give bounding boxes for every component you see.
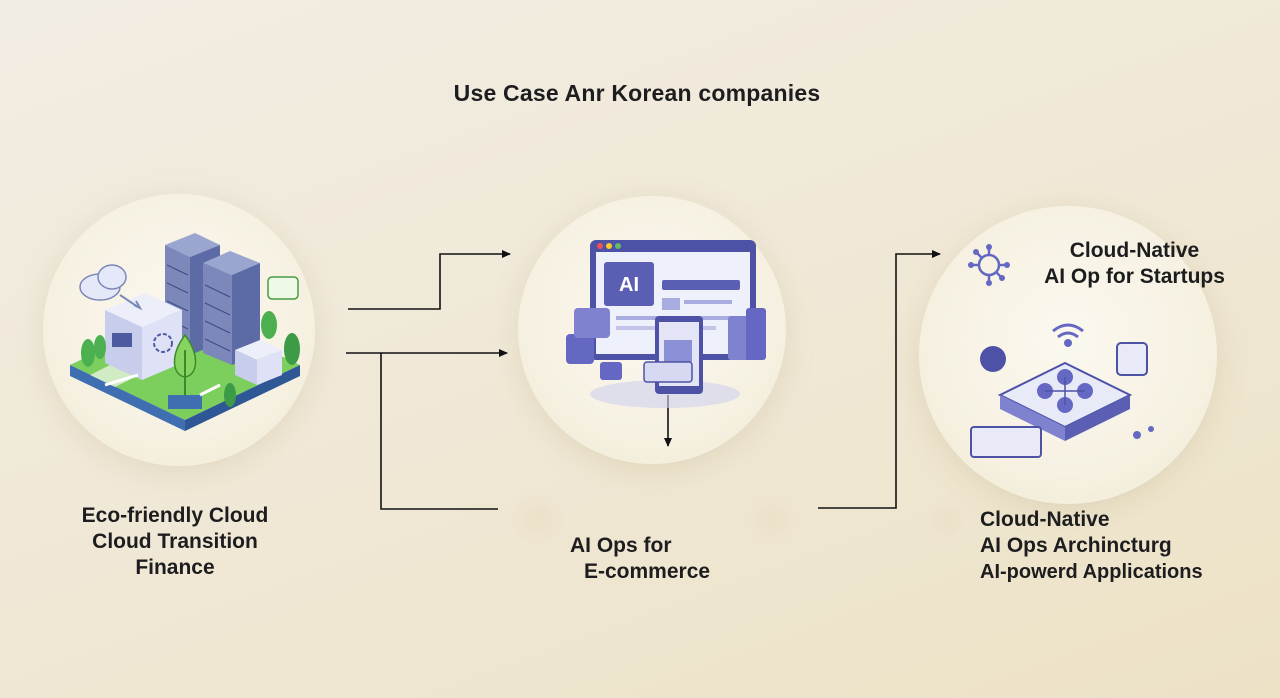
- aiops-node-label: AI Ops for E-commerce: [570, 533, 710, 585]
- eco-label-line-2: Cloud Transition: [92, 530, 258, 553]
- ghost-circle-2: [744, 492, 800, 548]
- aiops-label-line-2: E-commerce: [584, 560, 711, 583]
- network-node-icon: [968, 244, 1010, 286]
- server-rack-icon: [165, 233, 260, 365]
- connector-aiops-to-cloudnative: [818, 250, 941, 509]
- chat-bubble-icon: [267, 276, 299, 300]
- tree-icon: [168, 333, 202, 409]
- cloud-icon: [79, 264, 143, 311]
- cloudnative-header-line-2: AI Op for Startups: [1044, 265, 1225, 288]
- keyboard-icon: [970, 426, 1042, 458]
- data-center-cube-icon: [105, 293, 182, 380]
- cloudnative-header-line-1: Cloud-Native: [1069, 239, 1200, 262]
- eco-node-label: Eco-friendly Cloud Cloud Transition Fina…: [70, 503, 280, 581]
- cloudnative-node-label: Cloud-Native AI Ops Archincturg AI-power…: [980, 507, 1203, 585]
- eco-label-line-1: Eco-friendly Cloud: [81, 504, 269, 527]
- cloudnative-node-circle: [919, 206, 1217, 504]
- coin-icon: [980, 346, 1006, 372]
- cloudnative-header-label: Cloud-Native AI Op for Startups: [1032, 238, 1237, 290]
- eco-label-line-3: Finance: [135, 556, 215, 579]
- ghost-circle-1: [510, 492, 565, 547]
- aiops-label-line-1: AI Ops for: [570, 534, 672, 557]
- diagram-title: Use Case Anr Korean companies: [453, 80, 821, 106]
- ai-screen-label: AI: [619, 274, 639, 296]
- document-icon: [1116, 342, 1148, 376]
- cloudnative-illustration: [970, 323, 1154, 458]
- connector-eco-to-aiops-upper: [348, 250, 511, 310]
- cloudnative-label-line-2: AI Ops Archincturg: [980, 534, 1172, 557]
- cloudnative-label-line-3: AI-powerd Applications: [980, 561, 1203, 583]
- ghost-circle-3: [922, 496, 972, 546]
- cloudnative-label-line-1: Cloud-Native: [980, 508, 1110, 531]
- eco-cloud-illustration: [70, 233, 300, 431]
- wifi-icon: [1052, 323, 1084, 347]
- aiops-illustration: AI: [566, 240, 766, 408]
- ai-chip-platform-icon: [997, 361, 1133, 441]
- connector-eco-to-bottom: [380, 353, 498, 510]
